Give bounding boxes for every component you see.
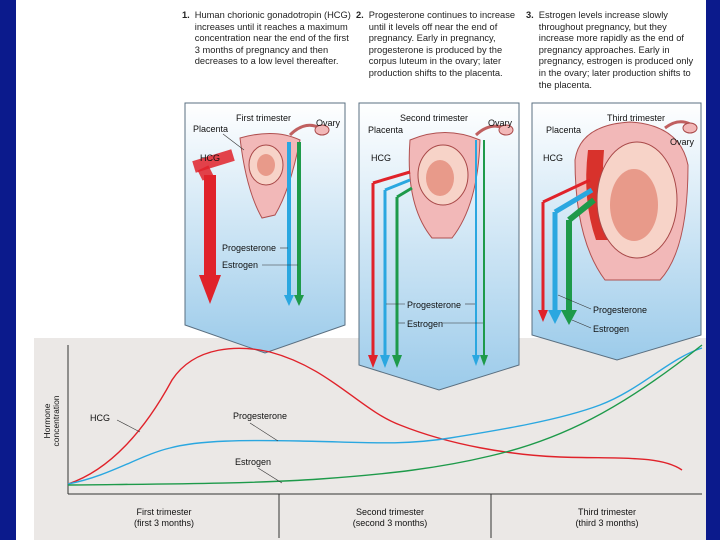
label-ovary: Ovary [670, 137, 695, 147]
estrogen-arrow [561, 310, 577, 325]
label-progesterone: Progesterone [407, 300, 461, 310]
graph-background [34, 338, 706, 540]
trimester-sub-2: (second 3 months) [353, 518, 428, 528]
estrogen-curve [67, 344, 703, 486]
hcg-arrow [538, 310, 548, 322]
progesterone-curve [67, 347, 703, 485]
progesterone-arrow [548, 310, 562, 324]
caption-1: 1. Human chorionic gonadotropin (HCG) in… [182, 10, 351, 67]
label-placenta: Placenta [193, 124, 228, 134]
panel-title: Third trimester [607, 113, 665, 123]
hcg-arrow [368, 355, 378, 368]
progesterone-arrow-ovary [472, 355, 480, 366]
hcg-curve [67, 347, 683, 485]
curve-label-progesterone: Progesterone [233, 411, 287, 421]
trimester-label-2: Second trimester [356, 507, 424, 517]
label-hcg: HCG [200, 153, 220, 163]
pregnancy-hormone-figure: First trimester Placenta Ovary HCG Proge… [34, 102, 706, 540]
trimester-label-3: Third trimester [578, 507, 636, 517]
label-hcg: HCG [543, 153, 563, 163]
estrogen-arrow [294, 295, 304, 306]
estrogen-arrow-placenta [392, 355, 402, 368]
svg-text:Hormone: Hormone [42, 403, 52, 438]
progesterone-arrow-placenta [380, 355, 390, 368]
uterus-illustration [408, 124, 514, 239]
curve-label-estrogen: Estrogen [235, 457, 271, 467]
label-ovary: Ovary [316, 118, 341, 128]
panel-title: First trimester [236, 113, 291, 123]
panel-title: Second trimester [400, 113, 468, 123]
trimester-sub-1: (first 3 months) [134, 518, 194, 528]
panel-first-trimester: First trimester Placenta Ovary HCG Proge… [184, 102, 346, 354]
svg-text:concentration: concentration [51, 395, 61, 446]
trimester-label-1: First trimester [137, 507, 192, 517]
label-estrogen: Estrogen [593, 324, 629, 334]
caption-2: 2. Progesterone continues to increase un… [356, 10, 516, 78]
hormone-graph: Hormone concentration HCG Progesterone E… [42, 344, 703, 538]
y-axis-label: Hormone concentration [42, 395, 61, 446]
uterus-illustration [574, 120, 698, 281]
label-progesterone: Progesterone [593, 305, 647, 315]
slide-frame: 1. Human chorionic gonadotropin (HCG) in… [16, 0, 706, 540]
caption-3: 3. Estrogen levels increase slowly throu… [526, 10, 694, 90]
label-placenta: Placenta [546, 125, 581, 135]
uterus-illustration [239, 123, 330, 219]
label-hcg: HCG [371, 153, 391, 163]
curve-label-hcg: HCG [90, 413, 110, 423]
label-progesterone: Progesterone [222, 243, 276, 253]
label-estrogen: Estrogen [222, 260, 258, 270]
estrogen-arrow-ovary [480, 355, 488, 366]
label-placenta: Placenta [368, 125, 403, 135]
panel-second-trimester: Second trimester Placenta Ovary HCG Prog… [358, 102, 520, 391]
progesterone-arrow [284, 295, 294, 306]
label-ovary: Ovary [488, 118, 513, 128]
label-estrogen: Estrogen [407, 319, 443, 329]
hcg-arrow [199, 275, 221, 304]
panel-third-trimester: Third trimester Placenta Ovary HCG Proge… [531, 102, 702, 361]
trimester-sub-3: (third 3 months) [575, 518, 638, 528]
